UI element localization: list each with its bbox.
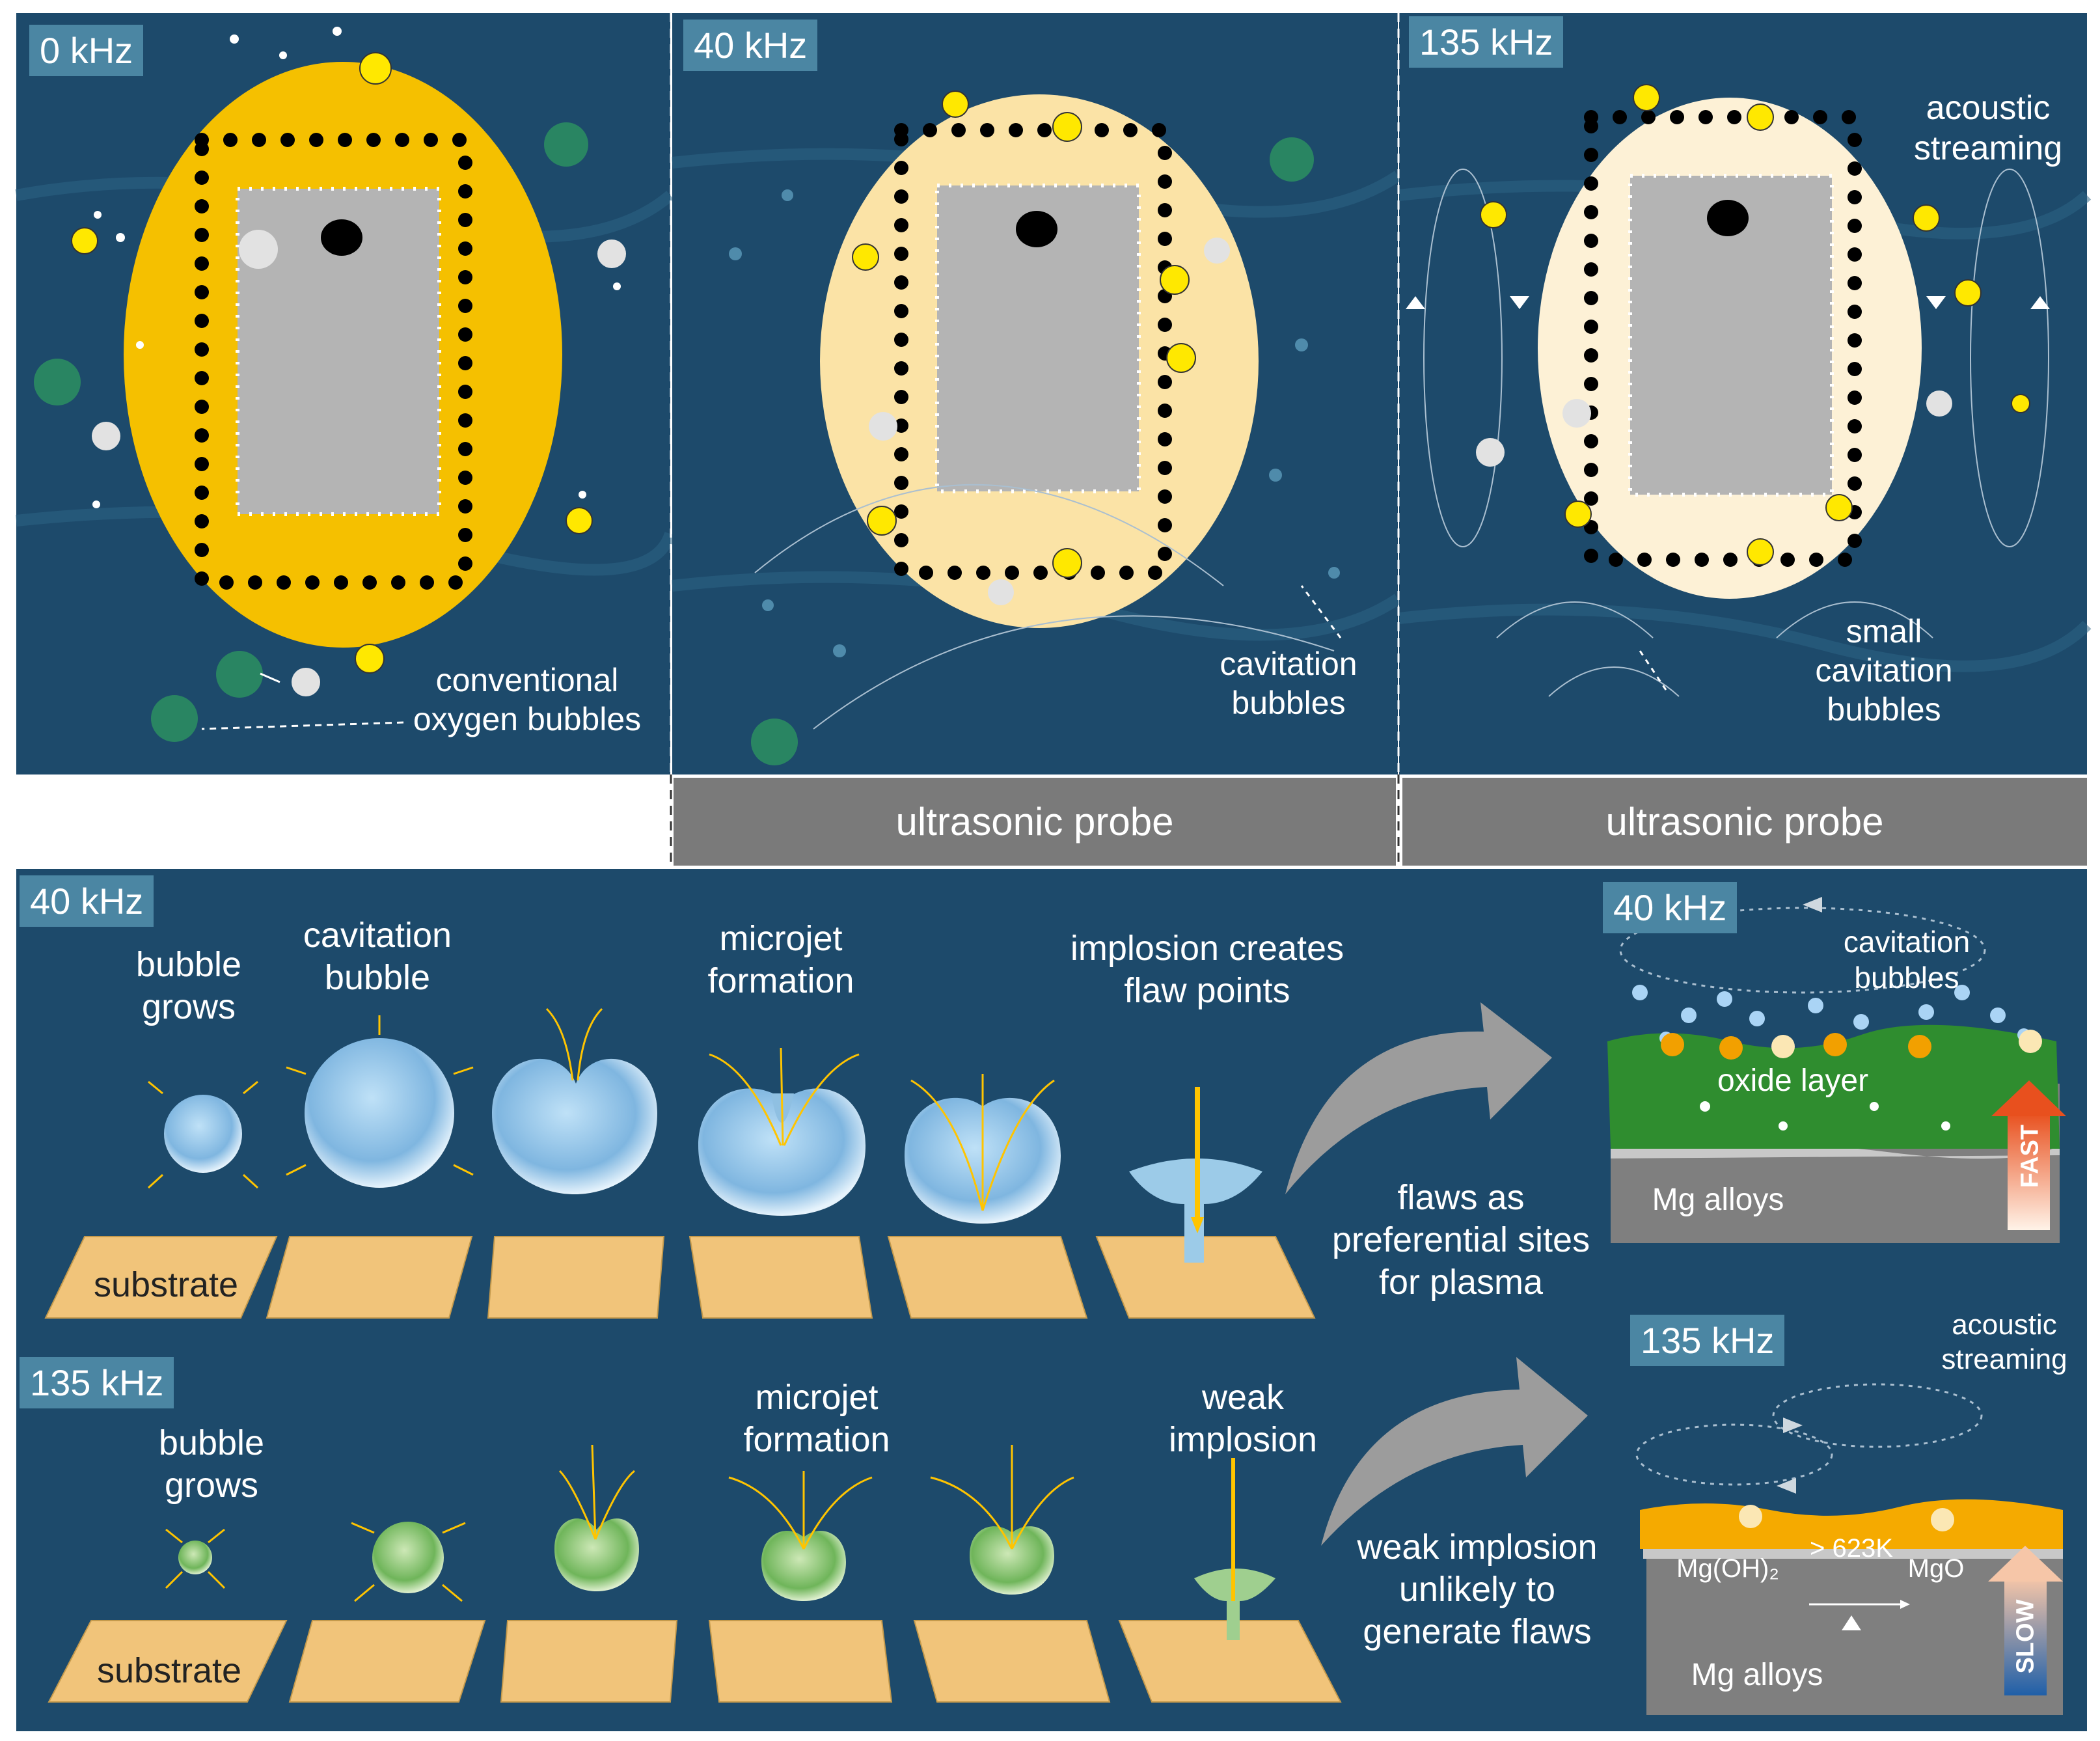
note-flaws-preferential-sites: flaws as preferential sites for plasma <box>1331 1178 1590 1302</box>
substrates-row2 <box>48 1620 1342 1703</box>
inset2-mg-oh2: Mg(OH)₂ <box>1676 1554 1779 1583</box>
inset-135khz-art <box>1635 1383 2063 1715</box>
note-small-cavitation-bubbles: small cavitation bubbles <box>1815 613 1953 728</box>
note-conventional-oxygen-bubbles: conventional oxygen bubbles <box>413 662 642 737</box>
curved-arrow-row2 <box>1321 1357 1588 1546</box>
inset1-oxide-layer: oxide layer <box>1717 1063 1869 1098</box>
inset2-mgo: MgO <box>1907 1554 1965 1583</box>
freq-tag-row1: 40 kHz <box>20 875 154 927</box>
label-row2-bubble-grows: bubble grows <box>158 1423 265 1505</box>
inset2-temperature: > 623K <box>1810 1534 1893 1563</box>
inset1-cavitation-bubbles: cavitation bubbles <box>1843 925 1970 995</box>
bubble-stages-row1 <box>147 1008 1262 1263</box>
freq-tag-40khz: 40 kHz <box>683 20 818 72</box>
ultrasonic-probe-40khz: ultrasonic probe <box>674 778 1396 866</box>
inset1-fast: FAST <box>2016 1124 2044 1188</box>
inset2-slow: SLOW <box>2011 1599 2039 1674</box>
ultrasonic-probe-135khz: ultrasonic probe <box>1402 778 2087 866</box>
freq-tag-inset1: 40 kHz <box>1603 882 1738 934</box>
inset-40khz-art <box>1607 897 2066 1243</box>
freq-tag-135khz: 135 kHz <box>1409 16 1564 68</box>
substrate-label-row2: substrate <box>96 1651 242 1690</box>
note-cavitation-bubbles: cavitation bubbles <box>1220 646 1357 721</box>
label-row2-microjet-formation: microjet formation <box>743 1378 890 1459</box>
label-row1-microjet-formation: microjet formation <box>707 919 854 1000</box>
note-acoustic-streaming: acoustic streaming <box>1913 89 2063 168</box>
inset1-mg-alloys: Mg alloys <box>1652 1183 1784 1217</box>
top-panel-135khz <box>1398 13 2092 775</box>
substrate-label-row1: substrate <box>93 1265 239 1304</box>
top-panel-0khz <box>15 13 676 775</box>
label-row1-implosion: implosion creates flaw points <box>1070 929 1344 1010</box>
substrates-row1 <box>44 1236 1316 1319</box>
label-row1-cavitation-bubble: cavitation bubble <box>303 916 452 997</box>
curved-arrow-row1 <box>1285 1002 1552 1194</box>
inset2-mg-alloys: Mg alloys <box>1691 1658 1823 1692</box>
bubble-stages-row2 <box>165 1444 1275 1640</box>
freq-tag-row2: 135 kHz <box>20 1357 174 1409</box>
inset2-acoustic-streaming: acoustic streaming <box>1941 1309 2067 1375</box>
top-panel-40khz <box>672 13 1402 775</box>
label-row1-bubble-grows: bubble grows <box>135 945 242 1026</box>
note-weak-implosion-unlikely: weak implosion unlikely to generate flaw… <box>1357 1528 1598 1651</box>
label-row2-weak-implosion: weak implosion <box>1168 1378 1318 1459</box>
freq-tag-0khz: 0 kHz <box>29 25 144 77</box>
freq-tag-inset2: 135 kHz <box>1630 1315 1785 1367</box>
